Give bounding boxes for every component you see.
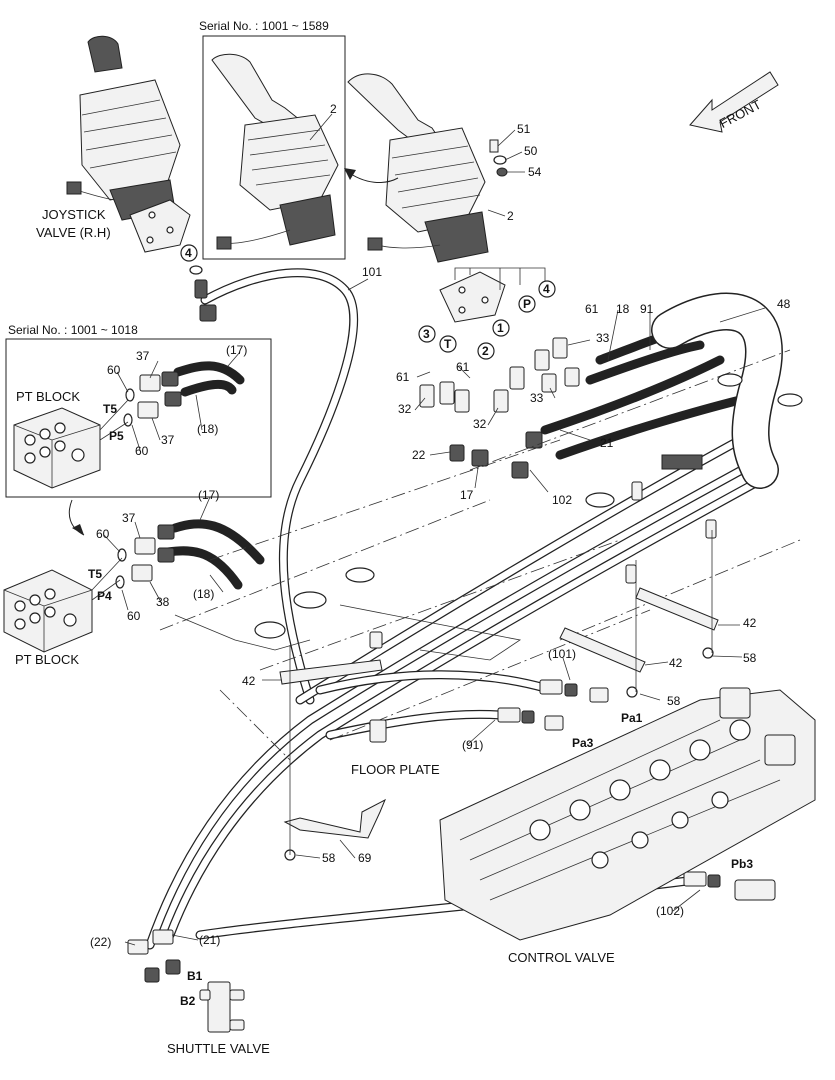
control-valve bbox=[439, 687, 816, 941]
serial-label-left: Serial No. : 1001 ~ 1018 bbox=[8, 323, 138, 337]
callout-69: 69 bbox=[358, 851, 372, 865]
port-pa3: Pa3 bbox=[572, 736, 594, 750]
joystick-old bbox=[211, 53, 339, 250]
callout-60b: 60 bbox=[135, 444, 149, 458]
callout-18c: (18) bbox=[193, 587, 214, 601]
circled-1: 1 bbox=[497, 321, 504, 335]
callout-60c: 60 bbox=[96, 527, 110, 541]
joystick-new bbox=[344, 73, 489, 263]
serial-label-top: Serial No. : 1001 ~ 1589 bbox=[199, 19, 329, 33]
circled-4-left: 4 bbox=[185, 246, 192, 260]
callout-22p: (22) bbox=[90, 935, 111, 949]
shuttle-valve-label: SHUTTLE VALVE bbox=[167, 1041, 270, 1056]
callout-58a: 58 bbox=[743, 651, 757, 665]
callout-17p: (17) bbox=[226, 343, 247, 357]
callout-60a: 60 bbox=[107, 363, 121, 377]
callout-42c: 42 bbox=[242, 674, 256, 688]
callout-58c: 58 bbox=[322, 851, 336, 865]
pt-block-top bbox=[13, 371, 182, 489]
circled-P: P bbox=[523, 297, 531, 311]
joystick-label: JOYSTICK bbox=[42, 207, 106, 222]
callout-2b: 2 bbox=[507, 209, 514, 223]
fittings-right bbox=[419, 337, 580, 479]
port-b1: B1 bbox=[187, 969, 203, 983]
callout-50: 50 bbox=[524, 144, 538, 158]
shuttle-valve bbox=[199, 981, 245, 1033]
callout-58b: 58 bbox=[667, 694, 681, 708]
pointer-arrow-head bbox=[72, 524, 84, 535]
front-arrow: FRONT bbox=[689, 71, 779, 133]
circled-ports bbox=[418, 280, 556, 360]
callout-102p: (102) bbox=[656, 904, 684, 918]
callout-18: 18 bbox=[616, 302, 630, 316]
serial-box-top: Serial No. : 1001 ~ 1589 bbox=[199, 19, 346, 260]
control-valve-label: CONTROL VALVE bbox=[508, 950, 615, 965]
circled-4-right: 4 bbox=[543, 282, 550, 296]
callout-61b: 61 bbox=[396, 370, 410, 384]
o-ring bbox=[189, 265, 203, 275]
gasket-right bbox=[439, 267, 546, 323]
callout-61a: 61 bbox=[585, 302, 599, 316]
bolts-group bbox=[489, 129, 525, 177]
joystick-sub-label: VALVE (R.H) bbox=[36, 225, 111, 240]
callout-42a: 42 bbox=[743, 616, 757, 630]
floor-plate-label: FLOOR PLATE bbox=[351, 762, 440, 777]
circled-T: T bbox=[444, 337, 452, 351]
callout-2a: 2 bbox=[330, 102, 337, 116]
callout-37a: 37 bbox=[136, 349, 150, 363]
callout-32a: 32 bbox=[398, 402, 412, 416]
serial-box-left: Serial No. : 1001 ~ 1018 bbox=[5, 323, 272, 498]
port-pa1: Pa1 bbox=[621, 711, 643, 725]
port-t5-top: T5 bbox=[103, 402, 117, 416]
brackets bbox=[279, 530, 719, 861]
gasket-left bbox=[129, 199, 191, 253]
pt-block-top-label: PT BLOCK bbox=[16, 389, 80, 404]
callout-101p: (101) bbox=[548, 647, 576, 661]
callout-21: 21 bbox=[600, 436, 614, 450]
callout-42b: 42 bbox=[669, 656, 683, 670]
callout-37b: 37 bbox=[161, 433, 175, 447]
port-p5: P5 bbox=[109, 429, 124, 443]
hoses bbox=[145, 268, 783, 950]
callout-60d: 60 bbox=[127, 609, 141, 623]
port-p4: P4 bbox=[97, 589, 112, 603]
joystick-rh bbox=[66, 35, 181, 221]
port-pb3: Pb3 bbox=[731, 857, 753, 871]
callout-32b: 32 bbox=[473, 417, 487, 431]
callout-61c: 61 bbox=[456, 360, 470, 374]
callout-91: 91 bbox=[640, 302, 654, 316]
callout-102: 102 bbox=[552, 493, 572, 507]
circled-3: 3 bbox=[423, 327, 430, 341]
callout-18p: (18) bbox=[197, 422, 218, 436]
callout-38: 38 bbox=[156, 595, 170, 609]
circled-4-left-badge bbox=[180, 244, 198, 262]
callout-17: 17 bbox=[460, 488, 474, 502]
callout-21p: (21) bbox=[199, 933, 220, 947]
port-b2: B2 bbox=[180, 994, 196, 1008]
circled-2: 2 bbox=[482, 344, 489, 358]
callout-37c: 37 bbox=[122, 511, 136, 525]
pt-block-bottom bbox=[3, 524, 175, 653]
callout-48: 48 bbox=[777, 297, 791, 311]
callout-33a: 33 bbox=[596, 331, 610, 345]
leader-lines bbox=[103, 113, 766, 946]
callout-51: 51 bbox=[517, 122, 531, 136]
pt-block-bottom-label: PT BLOCK bbox=[15, 652, 79, 667]
callout-22: 22 bbox=[412, 448, 426, 462]
callout-17c: (17) bbox=[198, 488, 219, 502]
callout-101: 101 bbox=[362, 265, 382, 279]
callout-91p: (91) bbox=[462, 738, 483, 752]
port-t5-bottom: T5 bbox=[88, 567, 102, 581]
fittings-misc bbox=[127, 279, 776, 983]
callout-33b: 33 bbox=[530, 391, 544, 405]
callout-54: 54 bbox=[528, 165, 542, 179]
